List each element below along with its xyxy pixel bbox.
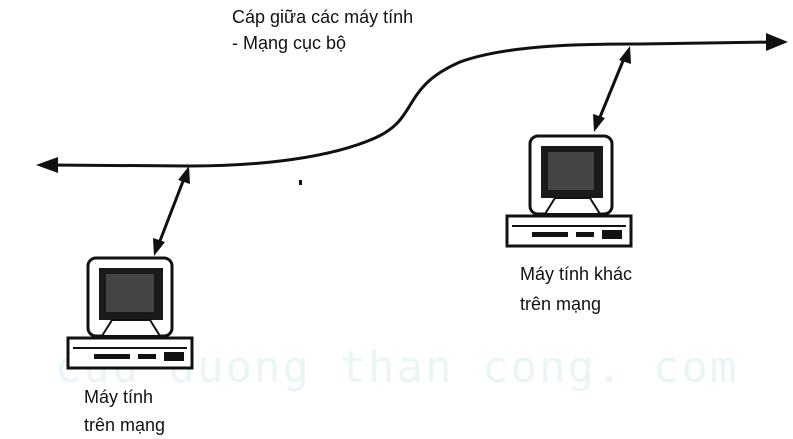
cable-label: Cáp giữa các máy tính - Mạng cục bộ xyxy=(232,4,413,56)
right-connector-arrow xyxy=(593,46,631,132)
other-computer-label: Máy tính khác trên mạng xyxy=(520,259,632,319)
other-computer-label-line1: Máy tính khác xyxy=(520,259,632,289)
other-computer-icon xyxy=(507,136,631,246)
local-computer-label: Máy tính trên mạng xyxy=(84,383,165,439)
local-computer-icon xyxy=(68,258,192,368)
local-computer-label-line2: trên mạng xyxy=(84,411,165,439)
local-computer-label-line1: Máy tính xyxy=(84,383,165,411)
cable-label-line1: Cáp giữa các máy tính xyxy=(232,4,413,30)
left-connector-arrow xyxy=(153,166,190,256)
cable-label-line2: - Mạng cục bộ xyxy=(232,30,413,56)
other-computer-label-line2: trên mạng xyxy=(520,289,632,319)
dot-mark xyxy=(299,180,302,185)
